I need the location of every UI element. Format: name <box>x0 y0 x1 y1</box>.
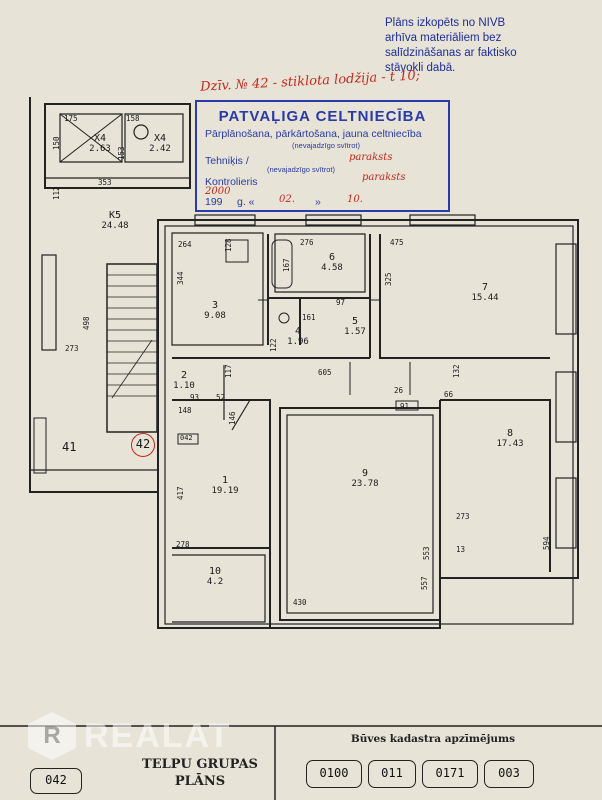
dim-132: 132 <box>452 364 461 378</box>
plan-title-line2: PLĀNS <box>174 774 226 789</box>
stamp-date-day: 10. <box>347 194 363 205</box>
stamp-date-end: » <box>315 196 321 208</box>
stamp: PATVAĻIGA CELTNIECĪBA Pārplānošana, pārk… <box>195 100 450 212</box>
dim-605: 605 <box>318 368 332 377</box>
dim-344: 344 <box>176 271 185 285</box>
dim-117-a: 117 <box>224 364 233 378</box>
note-line-3: salīdzināšanas ar faktisko <box>385 47 517 59</box>
dim-153: 153 <box>117 146 126 160</box>
dim-93: 93 <box>190 393 200 402</box>
note-line-4: stāvokli dabā. <box>385 62 456 74</box>
dim-325: 325 <box>384 272 393 286</box>
kadastrs-code-2: 011 <box>368 760 416 788</box>
dim-13: 13 <box>456 545 466 554</box>
dim-148: 148 <box>178 406 192 415</box>
dim-161: 161 <box>302 313 316 322</box>
dim-146: 146 <box>228 411 237 425</box>
dim-167: 167 <box>282 258 291 272</box>
dim-264: 264 <box>178 240 192 249</box>
kadastrs-code-3: 0171 <box>422 760 478 788</box>
dim-353: 353 <box>98 178 112 187</box>
stamp-sub-2: (nevajadzīgo svītrot) <box>267 165 335 174</box>
note-line-1: Plāns izkopēts no NIVB <box>385 17 506 29</box>
archive-note: Plāns izkopēts no NIVB arhīva materiālie… <box>385 16 590 76</box>
plan-title: TELPU GRUPAS PLĀNS <box>125 756 275 790</box>
dim-112: 112 <box>52 186 61 200</box>
dim-557: 557 <box>420 576 429 590</box>
stamp-signature-2: paraksts <box>362 172 406 183</box>
stamp-date-month: 02. <box>279 194 295 205</box>
watermark-text: REALAT <box>84 716 232 755</box>
kadastrs-code-1: 0100 <box>306 760 362 788</box>
kadastrs-title: Būves kadastra apzīmējums <box>350 733 516 745</box>
dim-158: 158 <box>126 114 140 123</box>
dim-128: 128 <box>224 238 233 252</box>
stamp-kontrolieris: Kontrolieris <box>205 176 258 188</box>
stamp-date-mid: g. « <box>237 196 255 208</box>
dim-553: 553 <box>422 546 431 560</box>
stamp-tehnikis: Tehniķis / <box>205 155 249 167</box>
dim-52: 52 <box>216 393 226 402</box>
stamp-signature-1: paraksts <box>349 152 393 163</box>
stamp-line1: Pārplānošana, pārkārtošana, jauna celtni… <box>205 128 422 140</box>
apt-number-box: 042 <box>30 768 82 794</box>
dim-475: 475 <box>390 238 404 247</box>
stamp-year-hand: 2000 <box>205 186 231 197</box>
note-line-2: arhīva materiāliem bez <box>385 32 502 44</box>
dim-273-right: 273 <box>456 512 470 521</box>
dim-150: 150 <box>52 136 61 150</box>
dim-498: 498 <box>82 316 91 330</box>
dim-66: 66 <box>444 390 454 399</box>
dim-122: 122 <box>269 338 278 352</box>
stamp-sub-1: (nevajadzīgo svītrot) <box>292 141 360 150</box>
dim-91: 91 <box>400 402 410 411</box>
dim-175: 175 <box>64 114 78 123</box>
realat-logo-icon: R <box>28 712 76 760</box>
realat-watermark: R REALAT <box>28 712 231 760</box>
kadastrs-code-4: 003 <box>484 760 534 788</box>
stamp-title: PATVAĻIGA CELTNIECĪBA <box>218 108 427 125</box>
dim-417: 417 <box>176 486 185 500</box>
apartment-41: 41 <box>62 440 77 454</box>
dim-97: 97 <box>336 298 346 307</box>
dim-594: 594 <box>542 536 551 550</box>
dim-273-left: 273 <box>65 344 79 353</box>
plan-title-line1: TELPU GRUPAS <box>142 757 258 772</box>
dim-430: 430 <box>293 598 307 607</box>
dim-276: 276 <box>300 238 314 247</box>
apartment-042-small: 042 <box>180 434 193 442</box>
stamp-date-prefix: 199 <box>205 196 223 208</box>
dim-26: 26 <box>394 386 404 395</box>
dim-278: 278 <box>176 540 190 549</box>
apartment-42-circle: 42 <box>131 433 155 457</box>
